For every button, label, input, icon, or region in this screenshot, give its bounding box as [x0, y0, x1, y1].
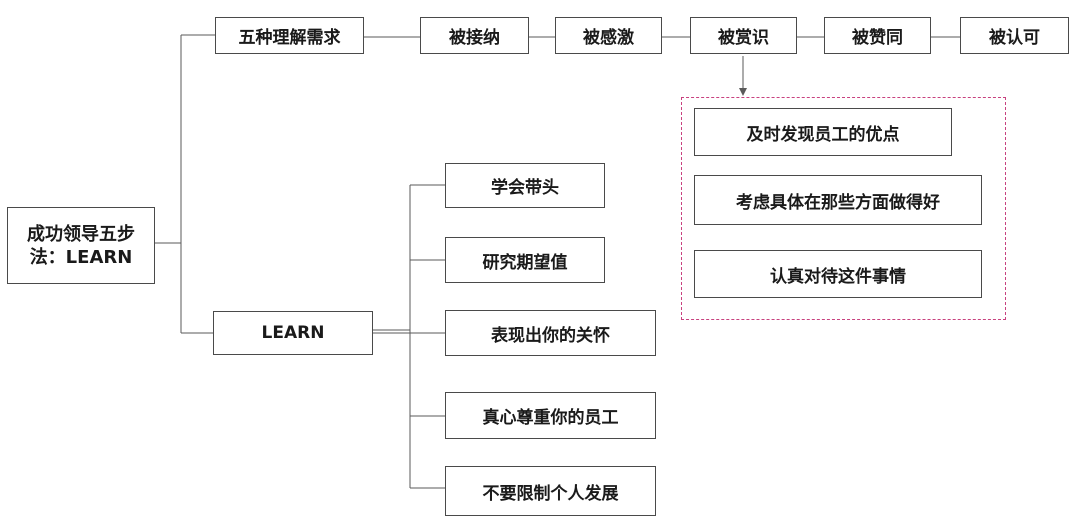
learn-node: LEARN: [213, 311, 373, 355]
detail-node-specific-aspects: 考虑具体在那些方面做得好: [694, 175, 982, 225]
need-node-recognized: 被赏识: [690, 17, 797, 54]
need-node-acknowledged: 被认可: [960, 17, 1069, 54]
learn-step-care: 表现出你的关怀: [445, 310, 656, 356]
root-label: 成功领导五步法：LEARN: [27, 223, 135, 268]
detail-node-take-seriously: 认真对待这件事情: [694, 250, 982, 298]
need-node-appreciated: 被感激: [555, 17, 662, 54]
learn-step-expectations: 研究期望值: [445, 237, 605, 283]
understanding-needs-label: 五种理解需求: [238, 28, 341, 48]
need-label: 被接纳: [449, 28, 500, 48]
learn-step-lead: 学会带头: [445, 163, 605, 208]
learn-step-label: 学会带头: [491, 178, 559, 198]
need-node-approved: 被赞同: [824, 17, 931, 54]
detail-label: 考虑具体在那些方面做得好: [736, 192, 940, 213]
need-label: 被赞同: [852, 28, 903, 48]
learn-step-label: 研究期望值: [482, 252, 568, 273]
learn-step-label: 表现出你的关怀: [491, 325, 610, 346]
connector-root-branches: [155, 34, 215, 334]
detail-label: 及时发现员工的优点: [746, 124, 900, 145]
understanding-needs-node: 五种理解需求: [215, 17, 364, 54]
connector-learn-children: [373, 184, 445, 489]
root-node: 成功领导五步法：LEARN: [7, 207, 155, 284]
learn-label: LEARN: [261, 323, 325, 343]
detail-node-find-strengths: 及时发现员工的优点: [694, 108, 952, 156]
need-label: 被认可: [989, 28, 1040, 48]
need-label: 被赏识: [718, 28, 769, 48]
learn-step-label: 不要限制个人发展: [482, 483, 619, 504]
learn-step-growth: 不要限制个人发展: [445, 466, 656, 516]
detail-label: 认真对待这件事情: [770, 266, 906, 287]
appreciation-details-frame: [681, 97, 1006, 320]
learn-step-respect: 真心尊重你的员工: [445, 392, 656, 439]
need-node-accepted: 被接纳: [420, 17, 529, 54]
need-label: 被感激: [583, 28, 634, 48]
learn-step-label: 真心尊重你的员工: [482, 408, 619, 428]
